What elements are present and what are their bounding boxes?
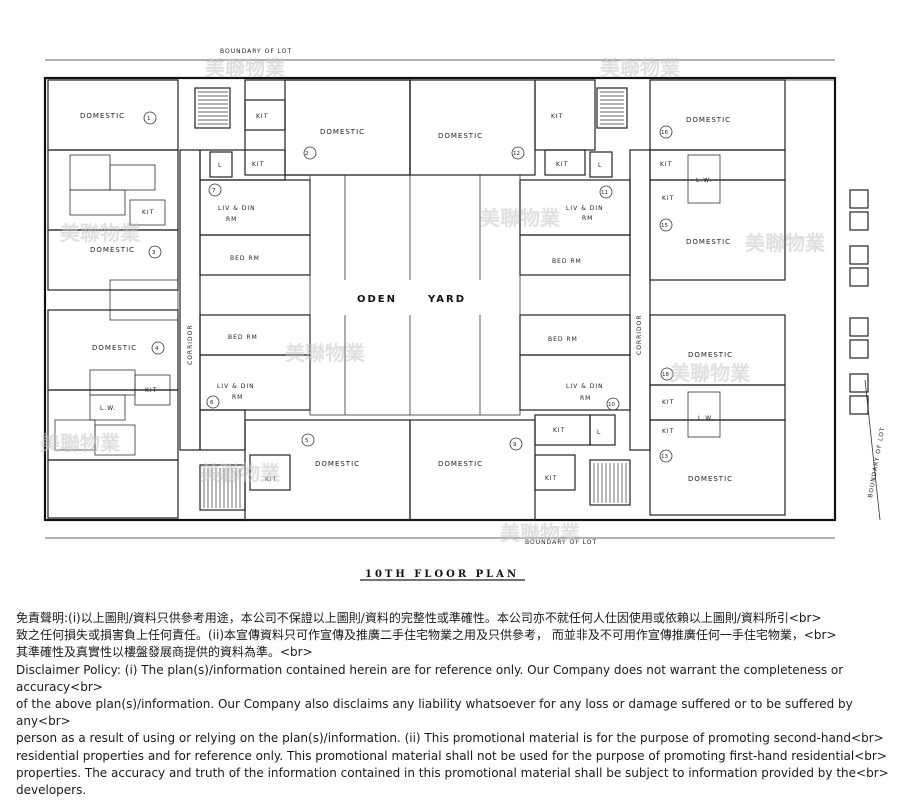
domestic-label-6: DOMESTIC [686, 238, 731, 246]
kit-label-2: KIT [252, 161, 264, 168]
domestic-label-8: DOMESTIC [688, 351, 733, 359]
unit-number: 6 [210, 400, 214, 406]
kit-label-10: KIT [545, 475, 557, 482]
kit-label-4: KIT [556, 161, 568, 168]
right-corridor [629, 149, 651, 451]
watermark-logo: 美聯物業 [745, 231, 826, 255]
stair-top-left [194, 87, 231, 129]
watermark-logo: 美聯物業 [40, 431, 121, 455]
unit-number: 18 [662, 372, 669, 378]
unit-number: 11 [601, 190, 608, 196]
unit-number: 1 [147, 116, 151, 122]
rm-label-3: RM [232, 394, 243, 401]
l-label-3: L [597, 429, 601, 436]
floor-plan-drawing: BOUNDARY OF LOT BOUNDARY OF LOT BOUNDARY… [40, 48, 887, 581]
yard-label-2: YARD [427, 294, 466, 305]
unit-number: 10 [608, 402, 615, 408]
l-label-2: L [598, 162, 602, 169]
kit-label-6: KIT [662, 195, 674, 202]
stair-bottom-right [589, 459, 631, 506]
unit-number: 2 [305, 151, 309, 157]
bed-rm-label-4: BED RM [548, 336, 578, 343]
domestic-label-3: DOMESTIC [438, 132, 483, 140]
bed-rm-label-2: BED RM [552, 258, 582, 265]
watermark-logo: 美聯物業 [600, 56, 681, 80]
domestic-label-1: DOMESTIC [80, 112, 125, 120]
boundary-label-bottom: BOUNDARY OF LOT [525, 539, 597, 546]
unit-number: 7 [212, 188, 216, 194]
boundary-label-top: BOUNDARY OF LOT [220, 48, 292, 55]
lw-label-2: L.W. [698, 415, 714, 422]
unit-number: 5 [305, 438, 309, 444]
watermark-logo: 美聯物業 [60, 221, 141, 245]
right-lower-units [409, 314, 631, 521]
watermark-logo: 美聯物業 [285, 341, 366, 365]
bed-rm-label-3: BED RM [228, 334, 258, 341]
corridor-label-left: CORRIDOR [187, 324, 194, 365]
bed-rm-label-1: BED RM [230, 255, 260, 262]
kit-label-3: KIT [551, 113, 563, 120]
rm-label-1: RM [226, 216, 237, 223]
unit-number: 13 [661, 454, 668, 460]
watermark-logo: 美聯物業 [480, 206, 561, 230]
kit-label-8: KIT [145, 387, 157, 394]
watermark-logo: 美聯物業 [205, 56, 286, 80]
watermark-logo: 美聯物業 [670, 361, 751, 385]
domestic-label-10: DOMESTIC [438, 460, 483, 468]
right-wing [649, 79, 835, 516]
lw-label-1: L.W. [696, 177, 712, 184]
unit-number: 4 [155, 346, 159, 352]
left-corridor [179, 149, 201, 451]
corridor-label-right: CORRIDOR [636, 314, 643, 355]
kit-label-11: KIT [553, 427, 565, 434]
liv-din-label-3: LIV & DIN [217, 383, 255, 390]
yard-label-1: ODEN [357, 294, 397, 305]
disclaimer-chinese: 免責聲明:(i)以上圖則/資料只供參考用途，本公司不保證以上圖則/資料的完整性或… [16, 611, 837, 660]
kit-label-7: KIT [142, 209, 154, 216]
kit-label-12: KIT [662, 399, 674, 406]
right-external-blocks [849, 189, 869, 415]
unit-number: 16 [661, 130, 668, 136]
unit-number: 3 [152, 250, 156, 256]
lw-label-3: L.W. [100, 405, 116, 412]
unit-number: 9 [513, 442, 517, 448]
disclaimer: 免責聲明:(i)以上圖則/資料只供參考用途，本公司不保證以上圖則/資料的完整性或… [16, 610, 906, 799]
kit-label-13: KIT [662, 428, 674, 435]
kit-label-1: KIT [256, 113, 268, 120]
domestic-label-7: DOMESTIC [92, 344, 137, 352]
stair-bottom-left [199, 464, 246, 511]
left-upper-units [199, 79, 411, 276]
unit-number-markers [143, 111, 674, 463]
domestic-label-5: DOMESTIC [90, 246, 135, 254]
kit-label-9: KIT [265, 476, 277, 483]
rm-label-4: RM [580, 395, 591, 402]
liv-din-label-1: LIV & DIN [218, 205, 256, 212]
domestic-label-2: DOMESTIC [320, 128, 365, 136]
disclaimer-english: Disclaimer Policy: (i) The plan(s)/infor… [16, 662, 889, 798]
kit-label-5: KIT [660, 161, 672, 168]
unit-number: 15 [661, 223, 668, 229]
liv-din-label-2: LIV & DIN [566, 205, 604, 212]
watermark-logo: 美聯物業 [500, 521, 581, 545]
stair-top-right [596, 87, 628, 129]
watermark-logo: 美聯物業 [200, 461, 281, 485]
domestic-label-9: DOMESTIC [315, 460, 360, 468]
domestic-label-4: DOMESTIC [686, 116, 731, 124]
rm-label-2: RM [582, 215, 593, 222]
plan-title: 10TH FLOOR PLAN [365, 569, 519, 580]
liv-din-label-4: LIV & DIN [566, 383, 604, 390]
unit-number: 12 [513, 151, 520, 157]
l-label-1: L [218, 162, 222, 169]
left-wing [47, 79, 179, 519]
floor-plan: BOUNDARY OF LOT BOUNDARY OF LOT BOUNDARY… [40, 48, 887, 581]
domestic-label-11: DOMESTIC [688, 475, 733, 483]
